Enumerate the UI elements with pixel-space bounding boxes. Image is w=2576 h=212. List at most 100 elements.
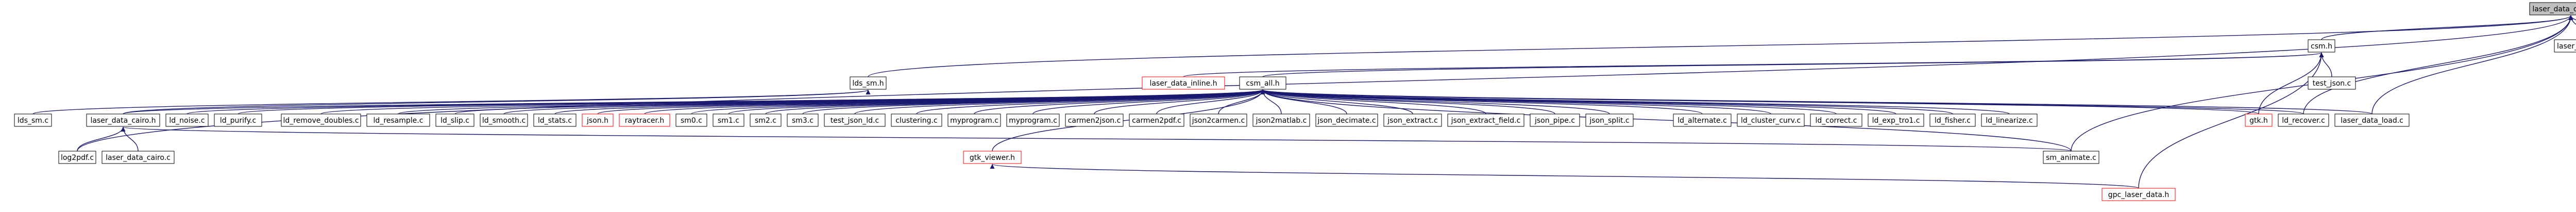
- node-json_pipe[interactable]: json_pipe.c: [1530, 113, 1580, 127]
- node-box: [2245, 113, 2273, 127]
- node-box: [1383, 113, 1442, 127]
- node-gpc_laser_data[interactable]: gpc_laser_data.h: [2102, 188, 2176, 201]
- node-lds_sm_h[interactable]: lds_sm.h: [850, 76, 887, 90]
- node-label: ld_smooth.c: [482, 117, 526, 125]
- node-box: [1447, 113, 1524, 127]
- node-ld_purify[interactable]: ld_purify.c: [214, 113, 262, 127]
- node-myprogram2[interactable]: myprogram.c: [1006, 113, 1060, 127]
- node-ld_stats[interactable]: ld_stats.c: [533, 113, 577, 127]
- node-json_h[interactable]: json.h: [582, 113, 614, 127]
- node-label: myprogram.c: [950, 117, 998, 125]
- node-box: [2043, 151, 2099, 164]
- node-label: test_json_ld.c: [831, 117, 879, 125]
- node-json_decimate[interactable]: json_decimate.c: [1315, 113, 1378, 127]
- node-test_json[interactable]: test_json.c: [2308, 76, 2356, 90]
- node-json_split[interactable]: json_split.c: [1585, 113, 1634, 127]
- edge-clustering-includes-csm_all: [916, 89, 1265, 115]
- node-laser_data_cairo_h[interactable]: laser_data_cairo.h: [86, 113, 160, 127]
- node-laser_data_inline[interactable]: laser_data_inline.h: [1142, 76, 1225, 90]
- node-sm2[interactable]: sm2.c: [750, 113, 782, 127]
- node-sm3[interactable]: sm3.c: [787, 113, 819, 127]
- node-test_json_ld[interactable]: test_json_ld.c: [824, 113, 886, 127]
- node-gtk_viewer[interactable]: gtk_viewer.h: [963, 151, 1022, 164]
- node-box: [1065, 113, 1124, 127]
- node-label: laser_data_load.c: [2341, 117, 2403, 125]
- node-label: sm_animate.c: [2046, 154, 2096, 162]
- node-json_extract_field[interactable]: json_extract_field.c: [1447, 113, 1524, 127]
- edge-csm_h-includes-root: [2321, 15, 2573, 40]
- edge-json_pipe-includes-csm_all: [1260, 89, 1555, 115]
- node-sm0[interactable]: sm0.c: [675, 113, 707, 127]
- node-box: [824, 113, 886, 127]
- node-root[interactable]: laser_data_drawing.h: [2529, 2, 2576, 15]
- node-laser_data_load[interactable]: laser_data_load.c: [2334, 113, 2410, 127]
- node-ld_linearize[interactable]: ld_linearize.c: [1981, 113, 2038, 127]
- node-box: [58, 151, 96, 164]
- node-clustering[interactable]: clustering.c: [891, 113, 942, 127]
- node-label: raytracer.h: [625, 117, 665, 125]
- node-box: [366, 113, 430, 127]
- node-raytracer_h[interactable]: raytracer.h: [619, 113, 670, 127]
- node-box: [1810, 113, 1862, 127]
- node-box: [1129, 113, 1184, 127]
- node-box: [2529, 2, 2576, 15]
- node-ld_fisher[interactable]: ld_fisher.c: [1929, 113, 1976, 127]
- node-ld_noise[interactable]: ld_noise.c: [165, 113, 209, 127]
- node-ld_smooth[interactable]: ld_smooth.c: [480, 113, 528, 127]
- node-label: json2matlab.c: [1256, 117, 1307, 125]
- node-box: [1530, 113, 1580, 127]
- node-ld_alternate[interactable]: ld_alternate.c: [1673, 113, 1732, 127]
- node-log2pdf[interactable]: log2pdf.c: [58, 151, 96, 164]
- node-ld_remove_doubles[interactable]: ld_remove_doubles.c: [281, 113, 361, 127]
- node-box: [1673, 113, 1732, 127]
- node-laser_data_fisher[interactable]: laser_data_fisher.c: [2554, 39, 2576, 53]
- edge-test_json-includes-csm_h: [2319, 52, 2332, 77]
- node-label: ld_slip.c: [440, 117, 469, 125]
- node-label: json2carmen.c: [1192, 117, 1245, 125]
- node-box: [1981, 113, 2038, 127]
- node-box: [214, 113, 262, 127]
- node-ld_recover[interactable]: ld_recover.c: [2278, 113, 2329, 127]
- node-label: gtk_viewer.h: [970, 154, 1015, 162]
- node-sm1[interactable]: sm1.c: [713, 113, 744, 127]
- node-lds_sm_c[interactable]: lds_sm.c: [14, 113, 52, 127]
- node-label: sm1.c: [718, 117, 739, 125]
- node-box: [2554, 39, 2576, 53]
- node-box: [891, 113, 942, 127]
- node-label: json.h: [586, 117, 608, 125]
- node-gtk_h[interactable]: gtk.h: [2245, 113, 2273, 127]
- edge-carmen2json-includes-csm_all: [1094, 89, 1265, 115]
- node-ld_slip[interactable]: ld_slip.c: [435, 113, 474, 127]
- edge-carmen2pdf-includes-csm_all: [1156, 89, 1265, 115]
- edge-json_extract_field-includes-csm_all: [1260, 89, 1486, 115]
- edge-ld_recover-includes-root: [2303, 15, 2573, 115]
- node-laser_data_cairo_c[interactable]: laser_data_cairo.c: [101, 151, 175, 164]
- node-myprogram[interactable]: myprogram.c: [947, 113, 1001, 127]
- node-label: json_decimate.c: [1317, 117, 1376, 125]
- node-label: ld_exp_tro1.c: [1872, 117, 1920, 125]
- node-carmen2pdf[interactable]: carmen2pdf.c: [1129, 113, 1184, 127]
- edge-laser_data_load-includes-csm_all: [1261, 89, 2372, 115]
- node-label: json_extract.c: [1387, 117, 1437, 125]
- edge-log2pdf-includes-root: [77, 15, 2573, 152]
- node-box: [101, 151, 175, 164]
- node-json2matlab[interactable]: json2matlab.c: [1252, 113, 1310, 127]
- node-label: ld_correct.c: [1816, 117, 1857, 125]
- node-ld_cluster_curv[interactable]: ld_cluster_curv.c: [1737, 113, 1805, 127]
- node-label: myprogram.c: [1009, 117, 1057, 125]
- node-carmen2json[interactable]: carmen2json.c: [1065, 113, 1124, 127]
- node-box: [675, 113, 707, 127]
- node-ld_resample[interactable]: ld_resample.c: [366, 113, 430, 127]
- node-sm_animate[interactable]: sm_animate.c: [2043, 151, 2099, 164]
- node-csm_all[interactable]: csm_all.h: [1239, 76, 1286, 90]
- node-json_extract[interactable]: json_extract.c: [1383, 113, 1442, 127]
- node-ld_exp_tro1[interactable]: ld_exp_tro1.c: [1868, 113, 1924, 127]
- edge-log2pdf-includes-laser_data_cairo_h: [77, 126, 126, 152]
- edge-laser_data_drawing_c-includes-root: [2568, 15, 2576, 21]
- node-json2carmen[interactable]: json2carmen.c: [1190, 113, 1247, 127]
- node-ld_correct[interactable]: ld_correct.c: [1810, 113, 1862, 127]
- node-csm_h[interactable]: csm.h: [2308, 39, 2335, 53]
- node-box: [281, 113, 361, 127]
- edge-json_split-includes-csm_all: [1260, 89, 1610, 115]
- node-box: [1315, 113, 1378, 127]
